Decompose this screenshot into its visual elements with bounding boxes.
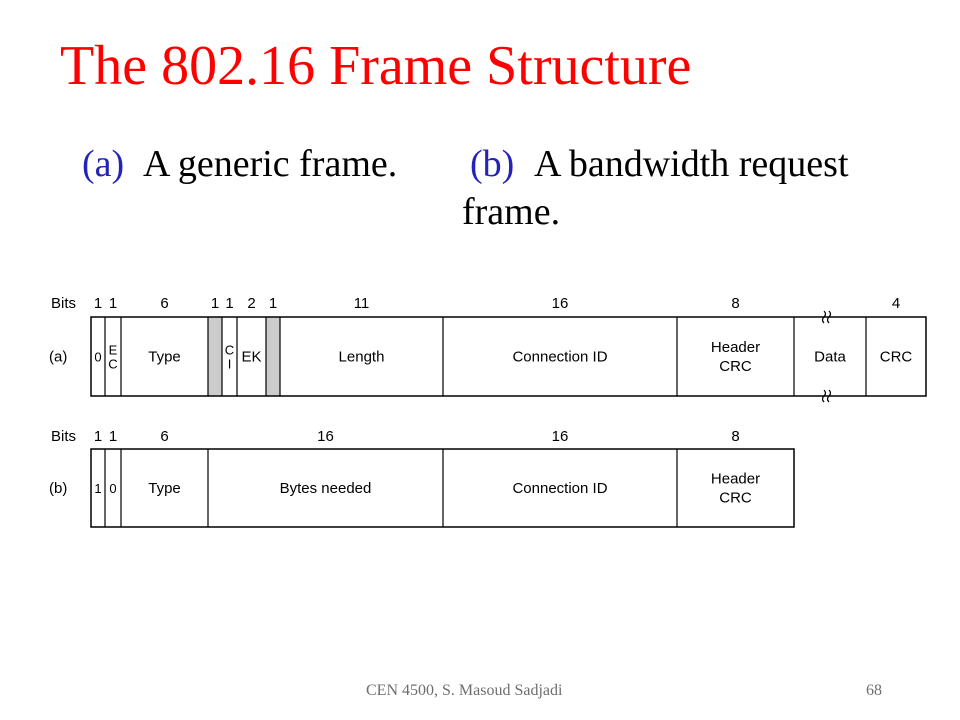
frame-b-field-5-header-crc-label-line-0: Header [711, 471, 760, 488]
frame-a-field-11-crc-bits: 4 [892, 295, 900, 312]
frame-a-field-7-length-bits: 11 [354, 295, 370, 312]
subtitle-b-text-line1: A bandwidth request [534, 143, 849, 185]
slide-title: The 802.16 Frame Structure [60, 35, 692, 97]
frame-a-field-10-data-label-line-0: Data [814, 349, 846, 366]
frame-b-field-4-connection-id-bits: 16 [552, 428, 569, 445]
frame-a-field-7-length-label-line-0: Length [339, 349, 385, 366]
frame-a-field-11-crc-label-line-0: CRC [880, 349, 913, 366]
frame-b-field-1-0-label-line-0: 0 [109, 481, 116, 496]
frame-b-row-label: (b) [49, 480, 67, 497]
frame-a-field-0-0-bits: 1 [94, 295, 102, 312]
frame-a-field-6-blank-bits: 1 [269, 295, 277, 312]
frame-b-field-0-1-label-line-0: 1 [94, 481, 101, 496]
frame-a-field-4-c-i-bits: 1 [225, 295, 233, 312]
frame-a-field-1-e-c-label-line-1: C [108, 357, 117, 372]
frame-a-field-2-type-label-line-0: Type [148, 349, 181, 366]
footer-author: CEN 4500, S. Masoud Sadjadi [366, 682, 563, 699]
frame-b-field-4-connection-id-label-line-0: Connection ID [512, 480, 607, 497]
frame-a-field-2-type-bits: 6 [160, 295, 168, 312]
frame-a-field-6-blank-shade [266, 317, 280, 396]
frame-a-bits-label: Bits [51, 295, 76, 312]
frame-a-field-5-ek-bits: 2 [247, 295, 255, 312]
frame-b-field-2-type-bits: 6 [160, 428, 168, 445]
frame-a-field-8-connection-id-label-line-0: Connection ID [512, 349, 607, 366]
frame-b-field-0-1-bits: 1 [94, 428, 102, 445]
frame-b-field-1-0-bits: 1 [109, 428, 117, 445]
footer-page-number: 68 [866, 682, 882, 699]
subtitle-b-tag: (b) [470, 143, 515, 185]
frame-a-field-1-e-c-bits: 1 [109, 295, 117, 312]
frame-a-field-1-e-c-label-line-0: E [109, 343, 118, 358]
frame-a-field-9-header-crc-label-line-0: Header [711, 339, 760, 356]
frame-a-field-4-c-i-label-line-1: I [228, 357, 232, 372]
frame-a-field-8-connection-id-bits: 16 [552, 295, 569, 312]
frame-a-field-0-0-label-line-0: 0 [94, 350, 101, 365]
frame-a-row-label: (a) [49, 349, 67, 366]
frame-b-field-5-header-crc-bits: 8 [731, 428, 739, 445]
frame-a-field-4-c-i-label-line-0: C [225, 343, 234, 358]
subtitle-a-tag: (a) [82, 143, 125, 185]
frame-b-field-5-header-crc-label-line-1: CRC [719, 490, 752, 507]
frame-a-field-5-ek-label-line-0: EK [241, 349, 261, 366]
frame-b-bits-label: Bits [51, 428, 76, 445]
frame-a-frame-border [90, 316, 927, 397]
frame-a-field-9-header-crc-bits: 8 [731, 295, 739, 312]
frame-b-field-3-bytes-needed-label-line-0: Bytes needed [280, 480, 372, 497]
subtitle-a-text: A generic frame. [143, 143, 398, 185]
frame-a-field-3-blank-shade [208, 317, 222, 396]
frame-a-field-9-header-crc-label-line-1: CRC [719, 358, 752, 375]
frame-b-field-2-type-label-line-0: Type [148, 480, 181, 497]
frame-b-field-3-bytes-needed-bits: 16 [317, 428, 334, 445]
frame-a-field-3-blank-bits: 1 [211, 295, 219, 312]
subtitle-b-text-line2: frame. [462, 191, 561, 233]
